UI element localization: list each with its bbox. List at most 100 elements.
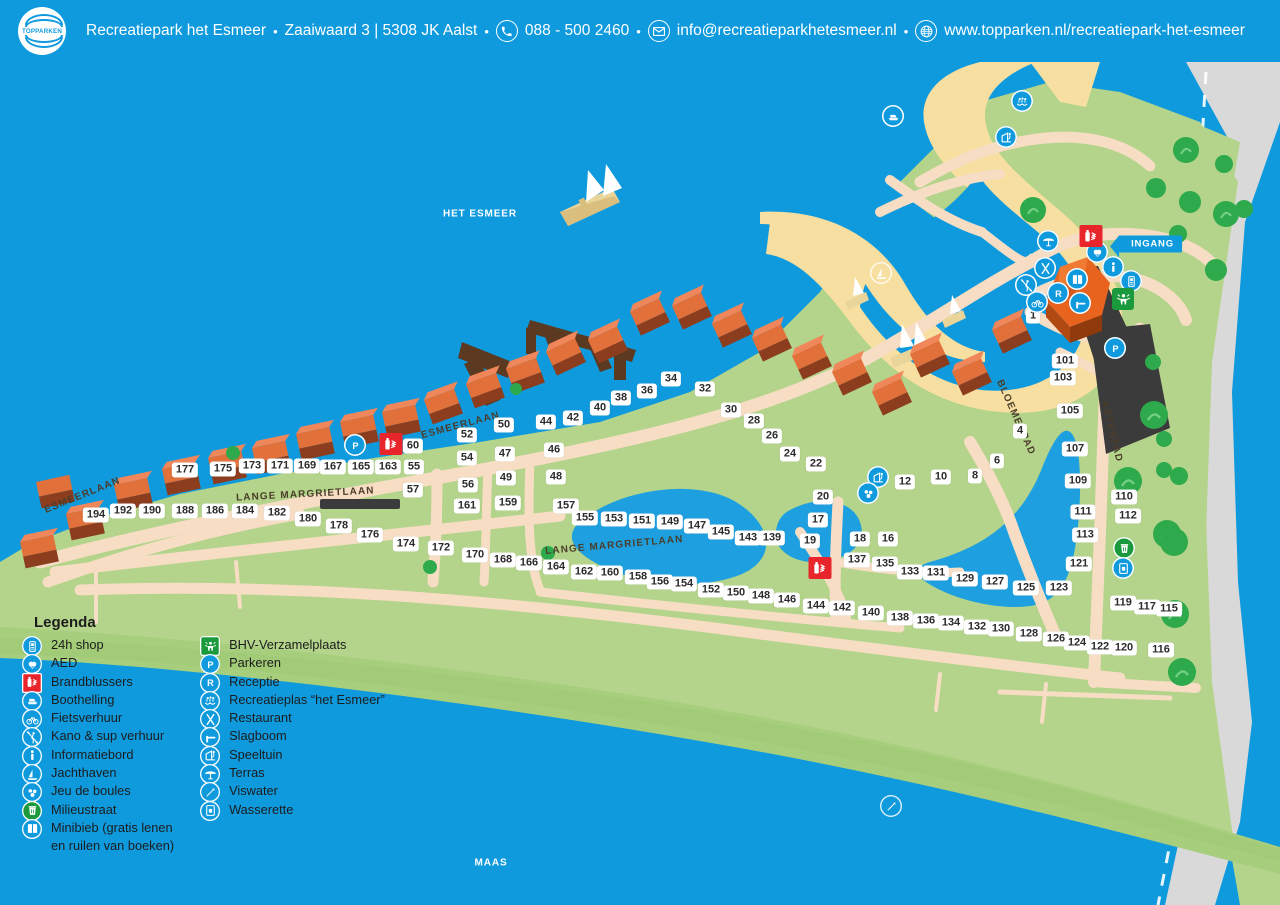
plot-number[interactable]: 38	[610, 390, 632, 406]
plot-number[interactable]: 119	[1110, 595, 1136, 611]
plot-number[interactable]: 49	[495, 470, 517, 486]
plot-number[interactable]: 144	[802, 598, 830, 614]
plot-number[interactable]: 165	[347, 459, 375, 475]
plot-number[interactable]: 60	[402, 438, 424, 454]
plot-number[interactable]: 32	[694, 381, 716, 397]
plot-number[interactable]: 182	[263, 505, 291, 521]
plot-number[interactable]: 132	[963, 619, 991, 635]
plot-number[interactable]: 142	[828, 600, 856, 616]
plot-number[interactable]: 107	[1061, 441, 1089, 457]
plot-number[interactable]: 26	[761, 428, 783, 444]
slagboom-icon[interactable]	[1069, 292, 1091, 314]
plot-number[interactable]: 4	[1012, 423, 1028, 439]
plot-number[interactable]: 103	[1049, 370, 1077, 386]
plot-number[interactable]: 109	[1064, 473, 1092, 489]
plot-number[interactable]: 30	[720, 402, 742, 418]
recreatieplas-icon[interactable]	[1011, 90, 1033, 112]
plot-number[interactable]: 122	[1086, 639, 1114, 655]
plot-number[interactable]: 126	[1042, 631, 1070, 647]
plot-number[interactable]: 42	[562, 410, 584, 426]
plot-number[interactable]: 167	[319, 459, 347, 475]
plot-number[interactable]: 36	[636, 383, 658, 399]
plot-number[interactable]: 158	[624, 569, 652, 585]
receptie-icon[interactable]: R	[1047, 282, 1069, 304]
plot-number[interactable]: 192	[109, 503, 137, 519]
plot-number[interactable]: 28	[743, 413, 765, 429]
plot-number[interactable]: 137	[843, 552, 871, 568]
plot-number[interactable]: 194	[82, 507, 110, 523]
plot-number[interactable]: 164	[542, 559, 570, 575]
plot-number[interactable]: 140	[857, 605, 885, 621]
plot-number[interactable]: 160	[596, 565, 624, 581]
plot-number[interactable]: 56	[457, 477, 479, 493]
plot-number[interactable]: 186	[201, 503, 229, 519]
plot-number[interactable]: 12	[894, 474, 916, 490]
plot-number[interactable]: 50	[493, 417, 515, 433]
plot-number[interactable]: 159	[494, 495, 522, 511]
plot-number[interactable]: 20	[812, 489, 834, 505]
boothelling-icon[interactable]	[882, 105, 904, 127]
plot-number[interactable]: 155	[571, 510, 599, 526]
email-address[interactable]: info@recreatieparkhetesmeer.nl	[676, 22, 897, 39]
brandblusser-icon[interactable]	[379, 433, 403, 455]
entrance-sign[interactable]: INGANG	[1110, 235, 1182, 258]
plot-number[interactable]: 147	[683, 518, 711, 534]
plot-number[interactable]: 125	[1012, 580, 1040, 596]
minibieb-icon[interactable]	[1066, 268, 1088, 290]
plot-number[interactable]: 176	[356, 527, 384, 543]
plot-number[interactable]: 116	[1148, 642, 1174, 658]
plot-number[interactable]: 40	[589, 400, 611, 416]
plot-number[interactable]: 127	[981, 574, 1009, 590]
plot-number[interactable]: 48	[545, 469, 567, 485]
plot-number[interactable]: 10	[930, 469, 952, 485]
plot-number[interactable]: 123	[1045, 580, 1073, 596]
plot-number[interactable]: 129	[951, 571, 979, 587]
plot-number[interactable]: 121	[1065, 556, 1093, 572]
plot-number[interactable]: 128	[1015, 626, 1043, 642]
park-map[interactable]: HET ESMEER MAAS ESMEERLAAN ESMEERLAAN LA…	[0, 62, 1280, 905]
plot-number[interactable]: 52	[456, 427, 478, 443]
plot-number[interactable]: 172	[427, 540, 455, 556]
plot-number[interactable]: 131	[922, 565, 950, 581]
plot-number[interactable]: 19	[799, 533, 821, 549]
plot-number[interactable]: 143	[734, 530, 762, 546]
plot-number[interactable]: 177	[171, 462, 199, 478]
brandblusser-icon[interactable]	[1079, 225, 1103, 247]
plot-number[interactable]: 174	[392, 536, 420, 552]
plot-number[interactable]: 188	[171, 503, 199, 519]
bhv-icon[interactable]	[1112, 288, 1134, 310]
plot-number[interactable]: 133	[896, 564, 924, 580]
plot-number[interactable]: 110	[1111, 489, 1137, 505]
plot-number[interactable]: 34	[660, 371, 682, 387]
milieustraat-icon[interactable]	[1113, 537, 1135, 559]
plot-number[interactable]: 178	[325, 518, 353, 534]
jachthaven-icon[interactable]	[870, 262, 892, 284]
plot-number[interactable]: 151	[628, 513, 656, 529]
plot-number[interactable]: 101	[1051, 353, 1079, 369]
plot-number[interactable]: 105	[1056, 403, 1084, 419]
wasserette-icon[interactable]	[1112, 557, 1134, 579]
plot-number[interactable]: 150	[722, 585, 750, 601]
plot-number[interactable]: 145	[707, 524, 735, 540]
24h-shop-icon[interactable]	[1120, 270, 1142, 292]
plot-number[interactable]: 168	[489, 552, 517, 568]
speeltuin-icon[interactable]	[995, 126, 1017, 148]
viswater-icon[interactable]	[880, 795, 902, 817]
plot-number[interactable]: 190	[138, 503, 166, 519]
plot-number[interactable]: 46	[543, 442, 565, 458]
plot-number[interactable]: 157	[552, 498, 580, 514]
plot-number[interactable]: 112	[1115, 508, 1141, 524]
plot-number[interactable]: 148	[747, 588, 775, 604]
plot-number[interactable]: 16	[877, 531, 899, 547]
plot-number[interactable]: 17	[807, 512, 829, 528]
plot-number[interactable]: 120	[1110, 640, 1138, 656]
plot-number[interactable]: 169	[293, 458, 321, 474]
plot-number[interactable]: 8	[967, 468, 983, 484]
plot-number[interactable]: 134	[937, 615, 965, 631]
plot-number[interactable]: 162	[570, 564, 598, 580]
plot-number[interactable]: 113	[1072, 527, 1098, 543]
plot-number[interactable]: 175	[209, 461, 237, 477]
plot-number[interactable]: 117	[1134, 599, 1160, 615]
plot-number[interactable]: 153	[600, 511, 628, 527]
plot-number[interactable]: 173	[238, 458, 266, 474]
